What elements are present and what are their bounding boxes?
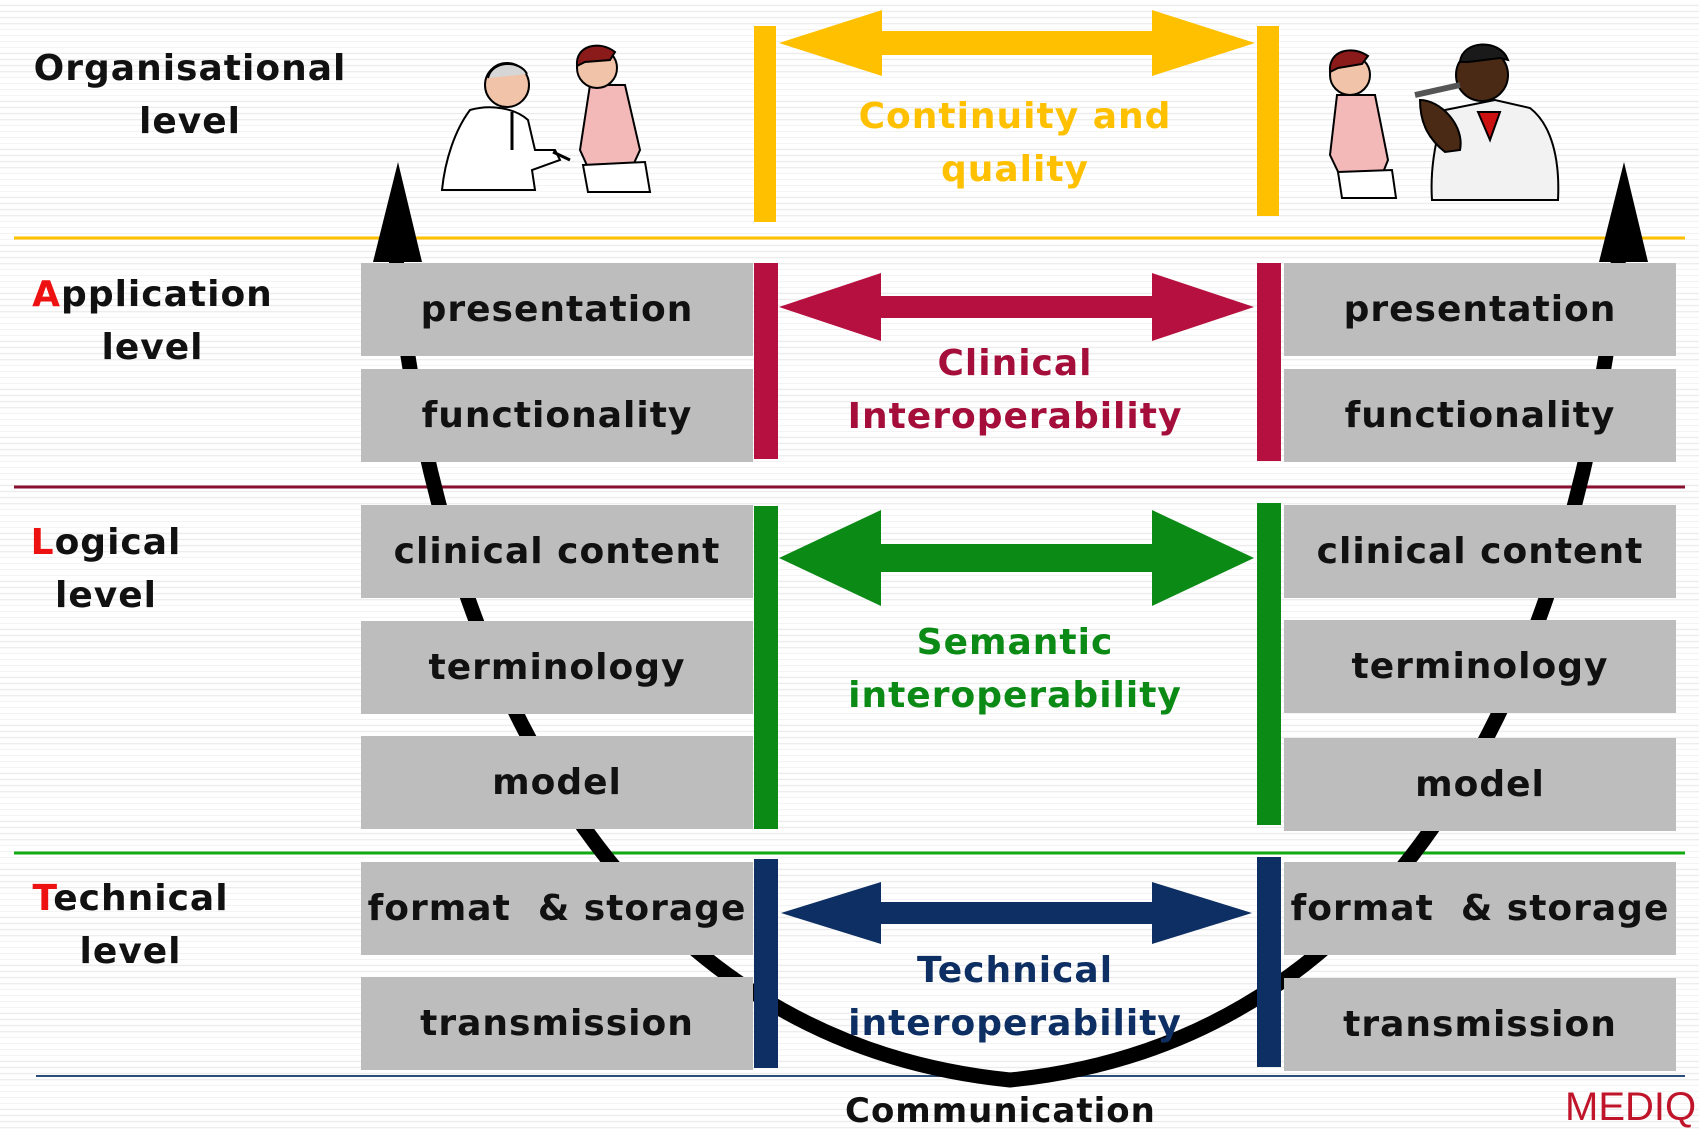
arrow-technical <box>781 882 1252 944</box>
level-label-technical: Technical level <box>32 878 229 972</box>
brand-logo-text: MEDIQ <box>1565 1085 1697 1129</box>
bar-left-technical <box>754 859 778 1068</box>
left-presentation-box: presentation <box>361 263 753 356</box>
bar-right-continuity <box>1257 26 1279 216</box>
bar-left-clinical <box>754 263 778 459</box>
right-functionality-box: functionality <box>1284 369 1676 462</box>
left-terminology-box: terminology <box>361 621 753 714</box>
interop-label-technical: Technical interoperability <box>848 950 1182 1044</box>
left-transmission-box: transmission <box>361 977 753 1070</box>
arrow-semantic <box>779 510 1254 606</box>
level-label-application: Application level <box>32 274 273 368</box>
left-clinical-content-box: clinical content <box>361 505 753 598</box>
interop-label-semantic: Semantic interoperability <box>848 622 1182 716</box>
communication-label: Communication <box>845 1091 1156 1131</box>
right-format-storage-box: format & storage <box>1284 862 1676 955</box>
patient-icon <box>1328 49 1398 199</box>
curve-arrowhead-right <box>1599 162 1648 262</box>
doctor-examining-patient-icon <box>440 44 652 193</box>
level-label-logical: Logical level <box>30 522 182 616</box>
left-functionality-box: functionality <box>361 369 753 462</box>
interop-label-clinical: Clinical Interoperability <box>847 343 1183 437</box>
right-presentation-box: presentation <box>1284 263 1676 356</box>
right-clinical-content-box: clinical content <box>1284 505 1676 598</box>
bar-right-semantic <box>1257 503 1281 825</box>
left-model-box: model <box>361 736 753 829</box>
bar-right-clinical <box>1257 263 1281 461</box>
arrow-continuity <box>779 10 1255 76</box>
curve-arrowhead-left <box>373 162 422 262</box>
arrow-clinical <box>779 273 1254 341</box>
level-label-organisational: Organisational level <box>33 48 347 142</box>
interop-label-continuity: Continuity and quality <box>858 96 1172 190</box>
bar-left-continuity <box>754 26 776 222</box>
right-terminology-box: terminology <box>1284 620 1676 713</box>
right-transmission-box: transmission <box>1284 978 1676 1071</box>
doctor-with-syringe-icon <box>1414 43 1560 201</box>
left-format-storage-box: format & storage <box>361 862 753 955</box>
bar-left-semantic <box>754 506 778 829</box>
bar-right-technical <box>1257 857 1281 1067</box>
right-model-box: model <box>1284 738 1676 831</box>
